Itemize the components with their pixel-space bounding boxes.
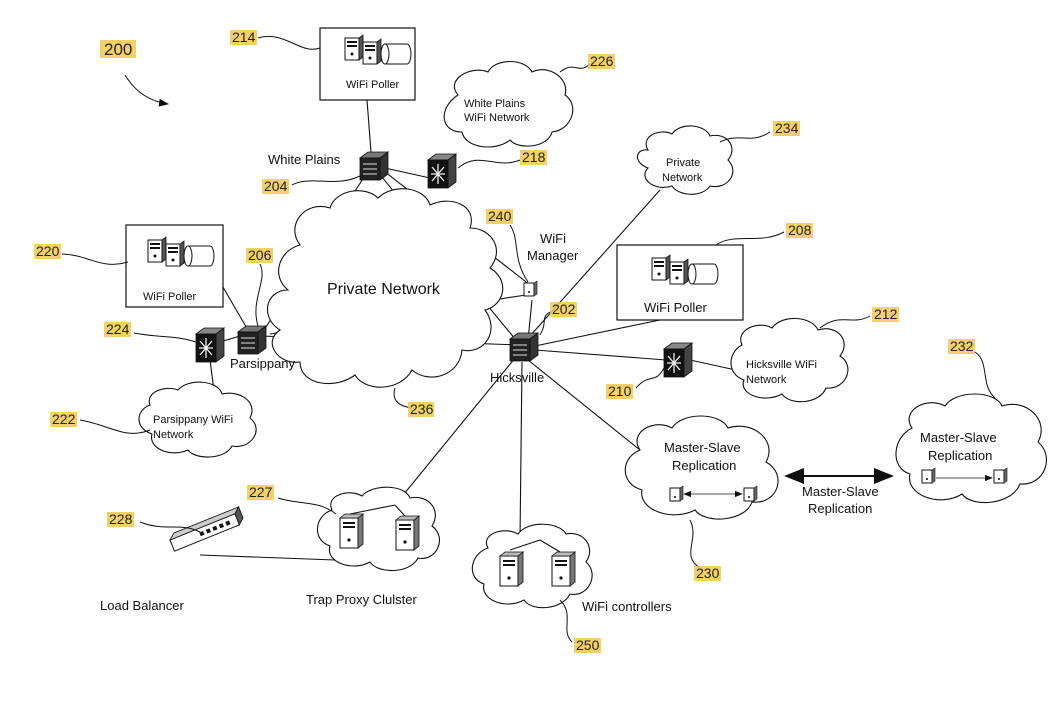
svg-text:250: 250 (576, 637, 600, 653)
private-network-label: Private Network (327, 281, 441, 298)
private-network-small-cloud: Private Network 234 (636, 120, 800, 195)
svg-text:White Plains: White Plains (464, 98, 526, 110)
white-plains-router: White Plains 204 (262, 151, 389, 194)
svg-text:228: 228 (109, 511, 133, 527)
svg-text:Master-Slave: Master-Slave (920, 430, 997, 445)
svg-text:Hicksville: Hicksville (490, 370, 544, 385)
svg-text:200: 200 (104, 40, 132, 59)
load-balancer: Load Balancer 228 (100, 505, 244, 613)
svg-text:208: 208 (788, 222, 812, 238)
svg-text:Network: Network (746, 374, 787, 386)
svg-text:Master-Slave: Master-Slave (664, 440, 741, 455)
svg-text:204: 204 (264, 178, 288, 194)
parsippany-wifi-network-cloud: Parsippany WiFi Network 222 (50, 381, 257, 458)
svg-text:Manager: Manager (527, 248, 579, 263)
wifi-controllers: WiFi controllers 250 (471, 523, 672, 653)
svg-text:210: 210 (608, 383, 632, 399)
svg-text:234: 234 (775, 120, 799, 136)
figure-ref-200: 200 (100, 40, 169, 107)
svg-text:WiFi Network: WiFi Network (464, 112, 530, 124)
svg-text:Network: Network (153, 429, 194, 441)
svg-text:Trap Proxy Clulster: Trap Proxy Clulster (306, 592, 417, 607)
trap-proxy-cluster: Trap Proxy Clulster 227 (247, 484, 441, 607)
svg-text:WiFi controllers: WiFi controllers (582, 599, 672, 614)
svg-text:WiFi: WiFi (540, 231, 566, 246)
wifi-manager: WiFi Manager 240 (486, 208, 579, 297)
svg-text:White Plains: White Plains (268, 152, 341, 167)
svg-text:214: 214 (232, 29, 256, 45)
hicksville-router: Hicksville 202 (490, 301, 577, 385)
svg-text:220: 220 (36, 243, 60, 259)
svg-text:212: 212 (874, 306, 898, 322)
svg-text:Master-Slave: Master-Slave (802, 484, 879, 499)
white-plains-switch: 218 (427, 149, 547, 189)
replication-cloud-230: Master-Slave Replication 230 (624, 415, 779, 581)
svg-text:WiFi Poller: WiFi Poller (644, 300, 708, 315)
replication-link: Master-Slave Replication (784, 468, 894, 516)
svg-text:206: 206 (248, 247, 272, 263)
svg-text:240: 240 (488, 208, 512, 224)
svg-text:Replication: Replication (672, 458, 736, 473)
svg-text:218: 218 (522, 149, 546, 165)
svg-text:226: 226 (590, 53, 614, 69)
figure-arrow (124, 74, 169, 107)
svg-text:224: 224 (106, 321, 130, 337)
svg-text:Parsippany WiFi: Parsippany WiFi (153, 414, 233, 426)
svg-text:202: 202 (552, 301, 576, 317)
svg-text:230: 230 (696, 565, 720, 581)
svg-text:Network: Network (662, 172, 703, 184)
connections (199, 99, 746, 561)
svg-text:Parsippany: Parsippany (230, 356, 296, 371)
svg-text:232: 232 (950, 338, 974, 354)
wifi-poller-214: WiFi Poller 214 (230, 27, 416, 101)
parsippany-switch: Parsippany 224 (104, 321, 296, 371)
svg-text:222: 222 (52, 411, 76, 427)
hicksville-switch: 210 (606, 342, 693, 399)
wifi-poller-208: WiFi Poller 208 (616, 222, 813, 321)
svg-text:Replication: Replication (808, 501, 872, 516)
svg-text:Private: Private (666, 157, 700, 169)
svg-text:Hicksville WiFi: Hicksville WiFi (746, 359, 817, 371)
private-network-cloud: Private Network 236 (266, 188, 504, 417)
hicksville-wifi-network-cloud: Hicksville WiFi Network 212 (730, 306, 899, 403)
parsippany-router: 206 (237, 247, 273, 355)
svg-text:Replication: Replication (928, 448, 992, 463)
replication-cloud-232: Master-Slave Replication 232 (895, 338, 1047, 504)
svg-text:Load Balancer: Load Balancer (100, 598, 185, 613)
wifi-poller-220: WiFi Poller 220 (34, 224, 224, 308)
svg-text:236: 236 (410, 401, 434, 417)
svg-text:WiFi Poller: WiFi Poller (346, 79, 400, 91)
svg-text:227: 227 (249, 484, 273, 500)
white-plains-wifi-network-cloud: White Plains WiFi Network 226 (443, 53, 615, 148)
svg-text:WiFi Poller: WiFi Poller (143, 291, 197, 303)
